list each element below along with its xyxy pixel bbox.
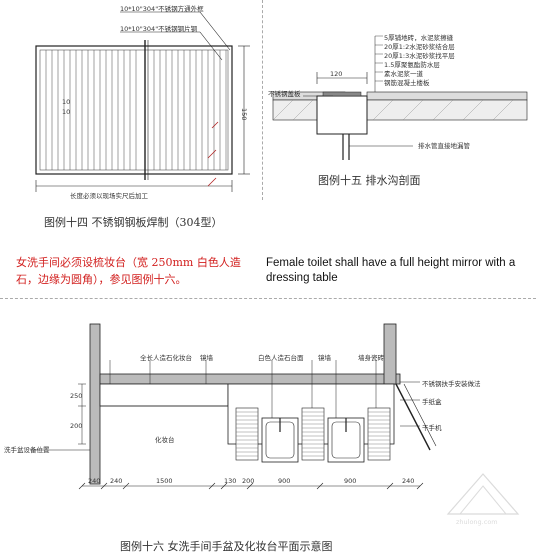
label-full-counter: 全长人造石化妆台 bbox=[140, 354, 192, 362]
dim-8: 240 bbox=[402, 477, 415, 485]
label-wall-tile: 墙身瓷砖 bbox=[358, 354, 384, 362]
layer-2: 20厚1:2水泥砂浆结合层 bbox=[384, 43, 455, 51]
dim-1: 240 bbox=[88, 477, 101, 485]
layer-5: 素水泥浆一道 bbox=[384, 70, 423, 78]
column-divider bbox=[262, 0, 264, 200]
label-basin-position: 洗手盆设备位置 bbox=[4, 446, 50, 454]
layer-3: 20厚1:3水泥砂浆找平层 bbox=[384, 52, 455, 60]
grating-drawing bbox=[35, 11, 250, 192]
label-outer-frame: 10*10"304"不锈钢方通外框 bbox=[120, 5, 204, 13]
figure-15-caption: 图例十五 排水沟剖面 bbox=[318, 174, 421, 187]
label-right-c: 干手机 bbox=[422, 424, 442, 432]
label-mirror-wall-2: 镜墙 bbox=[318, 354, 331, 362]
layer-6: 钢筋混凝土楼板 bbox=[384, 79, 430, 87]
label-inner-bar: 10*10"304"不锈钢钢片钢 bbox=[120, 25, 198, 33]
dim-inner-b: 10 bbox=[62, 108, 71, 116]
note-chinese: 女洗手间必须设梳妆台（宽 250mm 白色人造石，边缘为圆角），参见图例十六。 bbox=[16, 256, 241, 286]
dim-4: 130 bbox=[224, 477, 237, 485]
dim-channel-width: 120 bbox=[330, 70, 343, 78]
label-counter: 化妆台 bbox=[155, 436, 175, 444]
drain-section-drawing bbox=[272, 35, 528, 160]
length-note: 长度必须以现场实尺后加工 bbox=[70, 192, 148, 200]
bottom-dimensions: 240 240 1500 130 200 900 900 240 bbox=[82, 477, 422, 489]
layer-1: 5厚铺地砖，水泥浆擦缝 bbox=[384, 34, 454, 42]
dim-2: 240 bbox=[110, 477, 123, 485]
dim-5: 200 bbox=[242, 477, 255, 485]
dim-side-b: 200 bbox=[70, 422, 83, 430]
label-pipe: 排水管直接地漏管 bbox=[418, 142, 470, 150]
dim-6: 900 bbox=[278, 477, 291, 485]
label-right-b: 手纸盒 bbox=[422, 398, 442, 406]
watermark-text: zhulong.com bbox=[456, 518, 498, 526]
label-stone-top: 白色人造石台面 bbox=[258, 354, 304, 362]
note-english: Female toilet shall have a full height m… bbox=[266, 257, 516, 284]
dressing-table-plan bbox=[30, 323, 437, 490]
layer-4: 1.5厚聚氨酯防水层 bbox=[384, 61, 440, 69]
dim-height: 150 bbox=[240, 108, 248, 121]
dim-7: 900 bbox=[344, 477, 357, 485]
dim-3: 1500 bbox=[156, 477, 173, 485]
label-grate: 不锈钢盖板 bbox=[268, 90, 301, 98]
figure-16-caption: 图例十六 女洗手间手盆及化妆台平面示意图 bbox=[120, 540, 333, 553]
layer-list: 5厚铺地砖，水泥浆擦缝 20厚1:2水泥砂浆结合层 20厚1:3水泥砂浆找平层 … bbox=[384, 32, 455, 87]
dim-side-a: 250 bbox=[70, 392, 83, 400]
figure-14-caption: 图例十四 不锈钢钢板焊制（304型） bbox=[44, 216, 223, 229]
section-divider bbox=[0, 298, 536, 299]
watermark-icon bbox=[446, 473, 520, 515]
label-right-a: 不锈钢扶手安装做法 bbox=[422, 380, 481, 388]
dim-inner-a: 10 bbox=[62, 98, 71, 106]
watermark-logo: zhulong.com bbox=[438, 470, 528, 530]
label-mirror-wall: 镜墙 bbox=[200, 354, 213, 362]
